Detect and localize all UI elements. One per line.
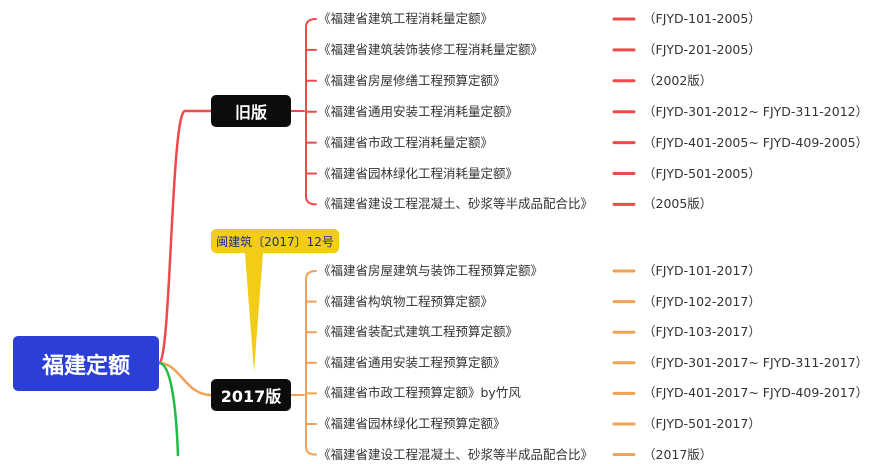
root-label: 福建定额 [41,353,130,379]
callout-pointer [245,253,263,372]
leaf-standard-code[interactable]: （FJYD-103-2017） [643,324,761,340]
branch-label: 旧版 [234,103,267,122]
leaf-standard-code[interactable]: （FJYD-401-2005~ FJYD-409-2005） [643,134,869,150]
leaf-standard-code[interactable]: （FJYD-501-2005） [643,165,761,181]
leaf-standard-code[interactable]: （FJYD-102-2017） [643,293,761,309]
leaf-standard-name[interactable]: 《福建省通用安装工程预算定额》 [318,354,506,370]
leaf-standard-code[interactable]: （FJYD-501-2017） [643,416,761,431]
root-node[interactable]: 福建定额 [13,336,159,391]
edge-root-2017 [157,361,213,397]
leaf-standard-name[interactable]: 《福建省市政工程消耗量定额》 [318,134,494,150]
callout-label: 闽建筑〔2017〕12号 [216,234,334,249]
leaf-standard-code[interactable]: （FJYD-301-2012~ FJYD-311-2012） [643,103,869,119]
branch-node-2017[interactable]: 2017版 [211,379,291,411]
leaf-standard-code[interactable]: （2005版） [643,196,713,212]
leaf-standard-code[interactable]: （FJYD-201-2005） [643,41,761,57]
leaf-standard-name[interactable]: 《福建省房屋建筑与装饰工程预算定额》 [318,263,544,278]
leaf-standard-code[interactable]: （FJYD-101-2005） [643,11,761,26]
edge-root-third [157,361,180,456]
leaf-standard-name[interactable]: 《福建省园林绿化工程预算定额》 [318,416,506,431]
edge-root-old [157,109,213,365]
leaf-standard-name[interactable]: 《福建省构筑物工程预算定额》 [318,293,494,309]
leaf-standard-name[interactable]: 《福建省装配式建筑工程预算定额》 [318,324,519,340]
leaf-standard-name[interactable]: 《福建省园林绿化工程消耗量定额》 [318,165,519,181]
leaf-standard-code[interactable]: （2002版） [643,72,713,88]
leaf-standard-name[interactable]: 《福建省建筑装饰装修工程消耗量定额》 [318,41,544,57]
leaf-standard-name[interactable]: 《福建省建筑工程消耗量定额》 [318,11,494,26]
leaf-standard-name[interactable]: 《福建省市政工程预算定额》by竹风 [318,385,521,401]
leaf-standard-name[interactable]: 《福建省通用安装工程消耗量定额》 [318,103,519,119]
leaf-standard-name[interactable]: 《福建省建设工程混凝土、砂浆等半成品配合比》 [318,196,594,212]
leaf-standard-name[interactable]: 《福建省房屋修缮工程预算定额》 [318,72,506,88]
leaf-standard-code[interactable]: （2017版） [643,446,713,462]
branch-label: 2017版 [220,387,282,406]
branch-node-old[interactable]: 旧版 [211,95,291,127]
leaf-standard-code[interactable]: （FJYD-301-2017~ FJYD-311-2017） [643,354,869,370]
document-number-callout: 闽建筑〔2017〕12号 [211,229,339,253]
leaf-standard-code[interactable]: （FJYD-101-2017） [643,263,761,278]
leaf-standard-name[interactable]: 《福建省建设工程混凝土、砂浆等半成品配合比》 [318,446,594,462]
leaf-standard-code[interactable]: （FJYD-401-2017~ FJYD-409-2017） [643,385,869,401]
